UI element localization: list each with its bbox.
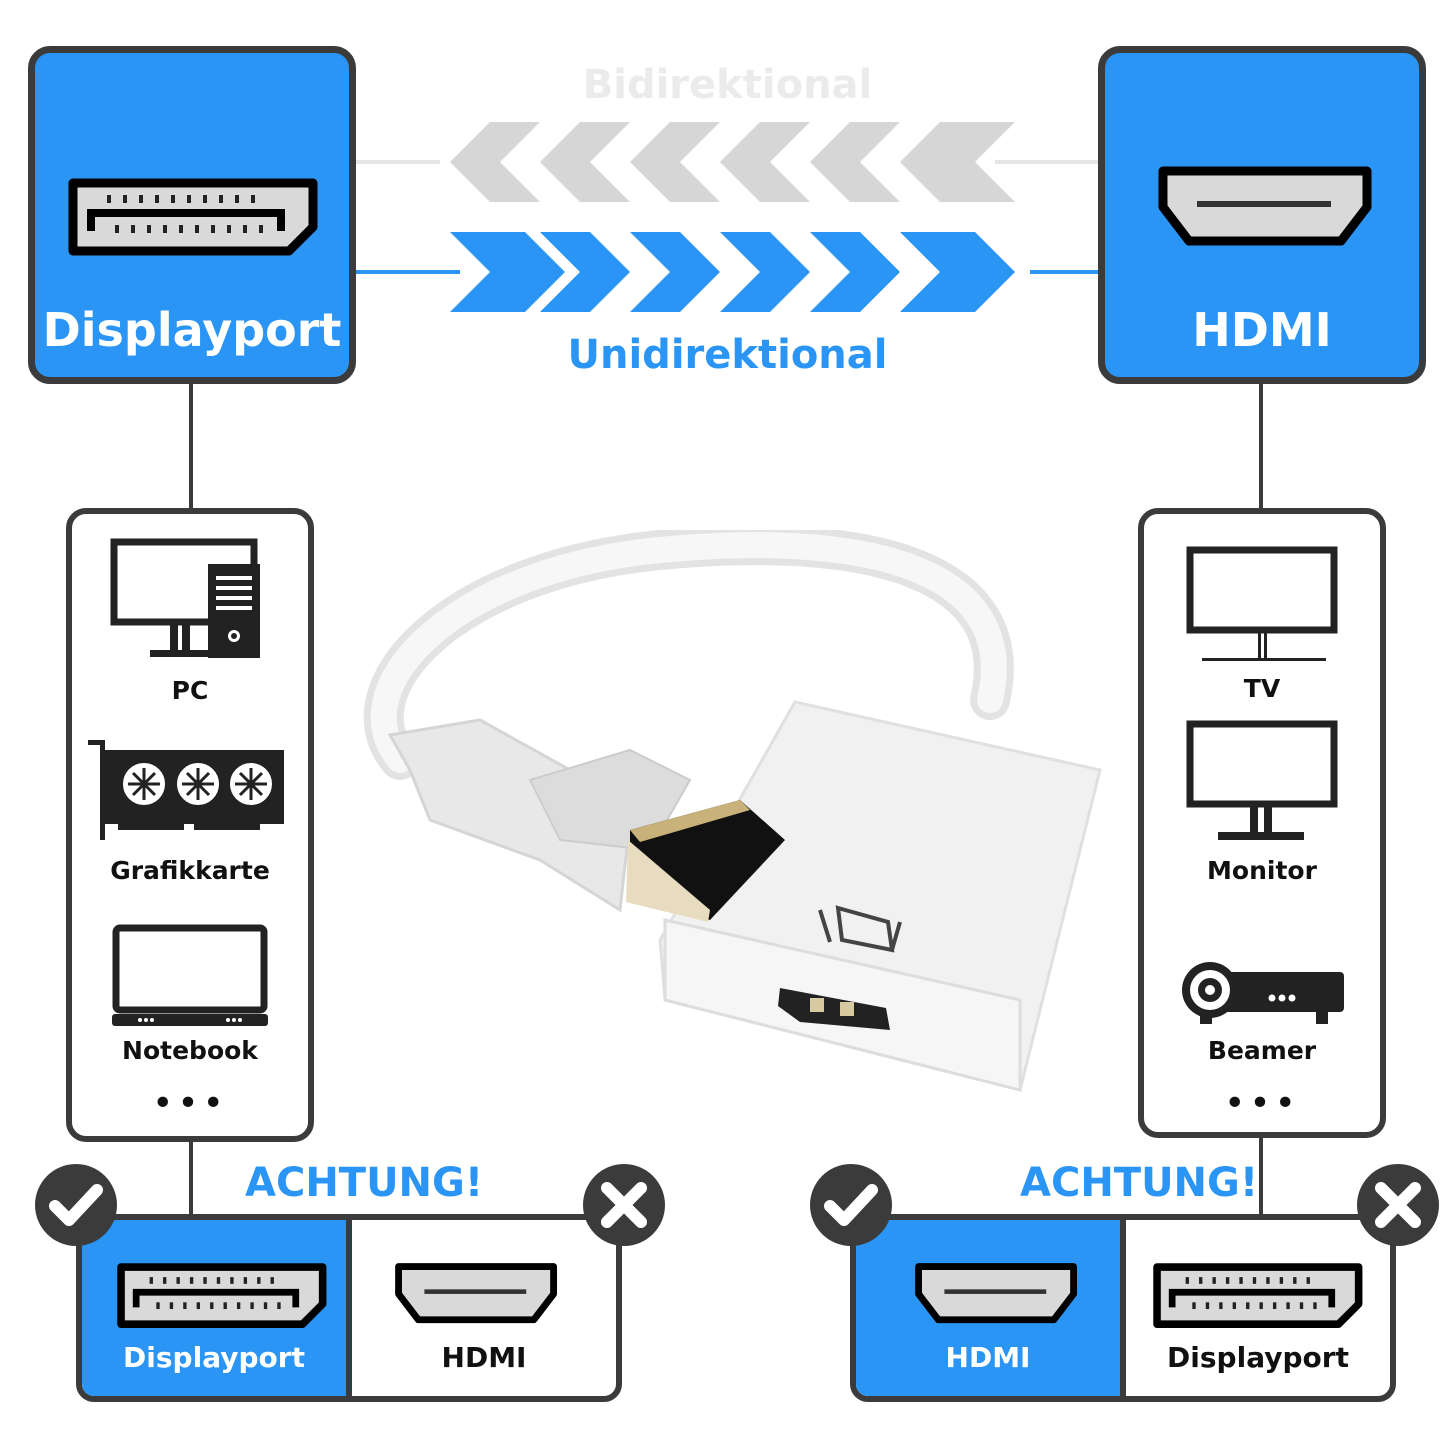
check-icon [810, 1164, 892, 1246]
hdmi-box: HDMI [1098, 46, 1426, 384]
hdmi-icon [1157, 165, 1377, 249]
displayport-label: Displayport [42, 303, 342, 357]
bidirectional-label: Bidirektional [582, 62, 873, 108]
pc-icon [110, 538, 260, 658]
notebook-label: Notebook [122, 1036, 258, 1065]
bidirectional-arrows [450, 122, 1015, 202]
hdmi-icon [394, 1262, 594, 1346]
incompatible-label: Displayport [1167, 1341, 1349, 1374]
connector-line [189, 1140, 193, 1220]
compatible-input: HDMI [856, 1220, 1126, 1396]
warning-title: ACHTUNG! [1020, 1160, 1259, 1206]
displayport-icon [116, 1262, 376, 1346]
connector-line [1259, 1136, 1263, 1220]
adapter-product-image [363, 530, 1102, 1092]
cross-icon [1357, 1164, 1439, 1246]
monitor-icon [1186, 720, 1338, 840]
connector-line [1259, 384, 1263, 512]
hdmi-icon [914, 1262, 1114, 1346]
graphics-card-icon [88, 740, 284, 840]
hdmi-label: HDMI [1192, 303, 1332, 357]
monitor-label: Monitor [1207, 856, 1317, 885]
compatible-label: HDMI [945, 1341, 1031, 1374]
unidirectional-label: Unidirektional [567, 332, 888, 378]
warning-title: ACHTUNG! [245, 1160, 484, 1206]
compatible-label: Displayport [123, 1341, 305, 1374]
display-devices-panel: TV Monitor Beamer ••• [1138, 508, 1386, 1138]
displayport-box: Displayport [28, 46, 356, 384]
pc-label: PC [171, 676, 209, 705]
projector-label: Beamer [1207, 1036, 1317, 1065]
compatible-input: Displayport [82, 1220, 352, 1396]
graphics-card-label: Grafikkarte [110, 856, 270, 885]
more-devices-indicator: ••• [1224, 1083, 1300, 1124]
more-devices-indicator: ••• [152, 1083, 228, 1124]
compatibility-box-left: Displayport HDMI [76, 1214, 622, 1402]
unidirectional-arrows [450, 232, 1015, 312]
bidirectional-line-left [355, 160, 440, 164]
bidirectional-line-right [995, 160, 1100, 164]
incompatible-input: HDMI [352, 1220, 616, 1396]
projector-icon [1182, 962, 1344, 1024]
connector-line [189, 384, 193, 512]
tv-label: TV [1243, 674, 1281, 703]
unidirectional-line-right [1030, 270, 1100, 274]
displayport-icon [67, 177, 327, 261]
displayport-icon [1152, 1262, 1396, 1346]
cross-icon [583, 1164, 665, 1246]
compatibility-box-right: HDMI Displayport [850, 1214, 1396, 1402]
check-icon [35, 1164, 117, 1246]
tv-icon [1186, 546, 1338, 661]
incompatible-input: Displayport [1126, 1220, 1390, 1396]
incompatible-label: HDMI [441, 1341, 527, 1374]
unidirectional-line-left [355, 270, 460, 274]
source-devices-panel: PC Grafikkarte Notebook ••• [66, 508, 314, 1142]
notebook-icon [112, 924, 268, 1026]
